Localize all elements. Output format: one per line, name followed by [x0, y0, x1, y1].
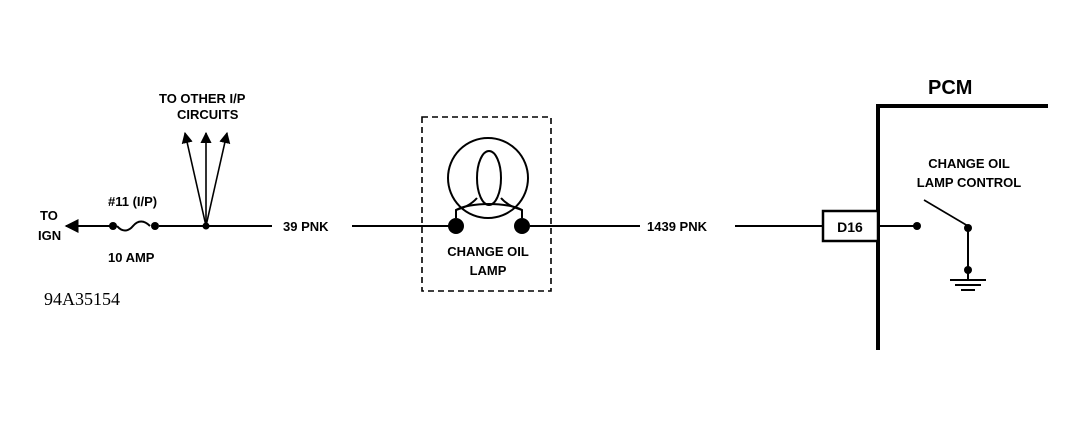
- ign-label-line2: IGN: [38, 228, 61, 243]
- ground-icon: [950, 270, 986, 291]
- lamp-bulb-icon: [447, 137, 529, 219]
- ign-label-line1: TO: [40, 208, 58, 223]
- pcm-title: PCM: [928, 77, 972, 99]
- branch-arrow-right: [205, 131, 231, 227]
- lamp-terminal-left: [448, 218, 464, 234]
- switch-label-line1: CHANGE OIL: [928, 156, 1010, 171]
- wire-1439-pnk-label: 1439 PNK: [647, 219, 708, 234]
- other-circuits-line2: CIRCUITS: [177, 107, 239, 122]
- connector-pin-label: D16: [837, 219, 863, 235]
- fuse-rating: 10 AMP: [108, 250, 155, 265]
- figure-id: 94A35154: [44, 289, 120, 309]
- fuse-label: #11 (I/P): [108, 194, 157, 209]
- switch-terminal-left: [913, 222, 921, 230]
- wire-39-pnk-label: 39 PNK: [283, 219, 329, 234]
- lamp-filament-cross: [455, 197, 523, 211]
- connector-d16: [821, 209, 880, 243]
- switch-label-line2: LAMP CONTROL: [917, 175, 1022, 190]
- lamp-label-line1: CHANGE OIL: [447, 244, 529, 259]
- lamp-filament: [476, 150, 502, 206]
- other-circuits-line1: TO OTHER I/P: [159, 91, 246, 106]
- lamp-dashed-box: [421, 116, 552, 292]
- fuse-terminal-right: [151, 222, 159, 230]
- fuse-terminal-left: [109, 222, 117, 230]
- lamp-terminal-right: [514, 218, 530, 234]
- switch-blade: [923, 199, 969, 227]
- pcm-outline: [876, 104, 1048, 350]
- branch-arrow-left: [181, 131, 207, 227]
- fuse-symbol: [116, 220, 151, 232]
- lamp-label-line2: LAMP: [470, 263, 507, 278]
